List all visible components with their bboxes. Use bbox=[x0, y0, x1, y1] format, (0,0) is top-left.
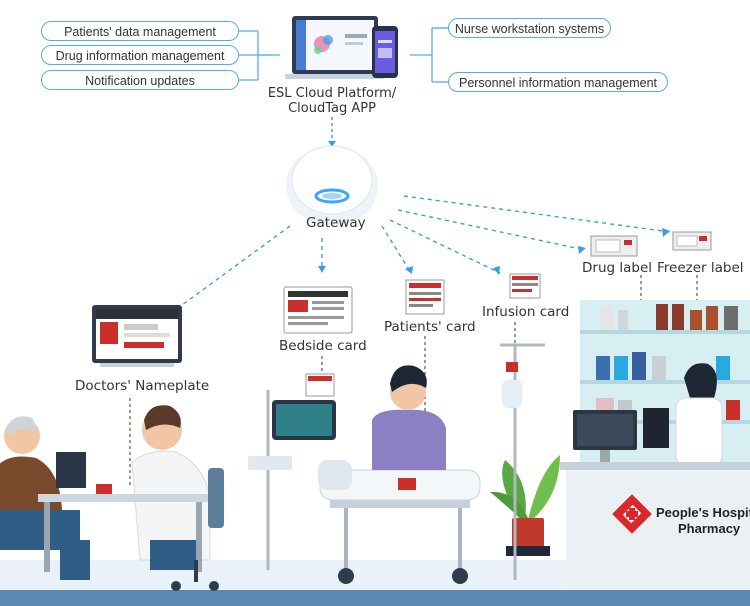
patient-figure bbox=[372, 365, 446, 470]
infusion-stand bbox=[500, 343, 545, 580]
pharmacy-sign-line1: People's Hospit bbox=[656, 505, 750, 520]
signal-arrowheads bbox=[318, 228, 670, 275]
freezer-label-label: Freezer label bbox=[657, 260, 744, 276]
chair bbox=[171, 468, 224, 591]
pharmacy-monitor bbox=[573, 408, 669, 462]
function-pill-notification: Notification updates bbox=[41, 70, 239, 90]
pharmacy-counter bbox=[560, 462, 750, 588]
drug-label-icon bbox=[590, 235, 638, 257]
laptop-icon bbox=[285, 16, 385, 79]
function-pill-personnel-info: Personnel information management bbox=[448, 72, 668, 92]
doctors-nameplate-label: Doctors' Nameplate bbox=[75, 378, 210, 394]
platform-label-line2: CloudTag APP bbox=[288, 101, 376, 116]
pharmacy-sign-line2: Pharmacy bbox=[678, 521, 741, 536]
function-pill-nurse-workstation: Nurse workstation systems bbox=[448, 18, 611, 38]
pharmacist-figure bbox=[675, 363, 723, 467]
infusion-card-icon bbox=[509, 273, 541, 299]
bedside-card-label: Bedside card bbox=[279, 338, 367, 354]
desk bbox=[38, 452, 208, 572]
floor-band bbox=[0, 590, 750, 606]
platform-label-line1: ESL Cloud Platform/ bbox=[267, 86, 397, 101]
medical-monitor bbox=[248, 373, 336, 570]
pharmacy-sign: People's Hospit Pharmacy bbox=[656, 505, 750, 537]
infusion-card-label: Infusion card bbox=[482, 304, 570, 320]
signal-lines bbox=[177, 195, 671, 309]
gateway-icon bbox=[286, 145, 378, 226]
gateway-label: Gateway bbox=[306, 215, 366, 231]
bedside-card-icon bbox=[283, 286, 353, 334]
right-bracket bbox=[410, 27, 448, 83]
drug-label-label: Drug label bbox=[582, 260, 653, 276]
patients-card-label: Patients' card bbox=[384, 319, 476, 335]
elderly-patient-figure bbox=[0, 416, 90, 580]
function-pill-patients-data: Patients' data management bbox=[41, 21, 239, 41]
left-bracket bbox=[239, 30, 280, 81]
plant bbox=[490, 455, 560, 556]
doctors-nameplate-icon bbox=[92, 305, 182, 367]
phone-icon bbox=[372, 26, 398, 78]
patients-card-icon bbox=[405, 279, 445, 315]
platform-label: ESL Cloud Platform/ CloudTag APP bbox=[262, 86, 402, 116]
bed bbox=[318, 460, 481, 584]
function-pill-drug-info: Drug information management bbox=[41, 45, 239, 65]
freezer-label-icon bbox=[672, 231, 712, 251]
